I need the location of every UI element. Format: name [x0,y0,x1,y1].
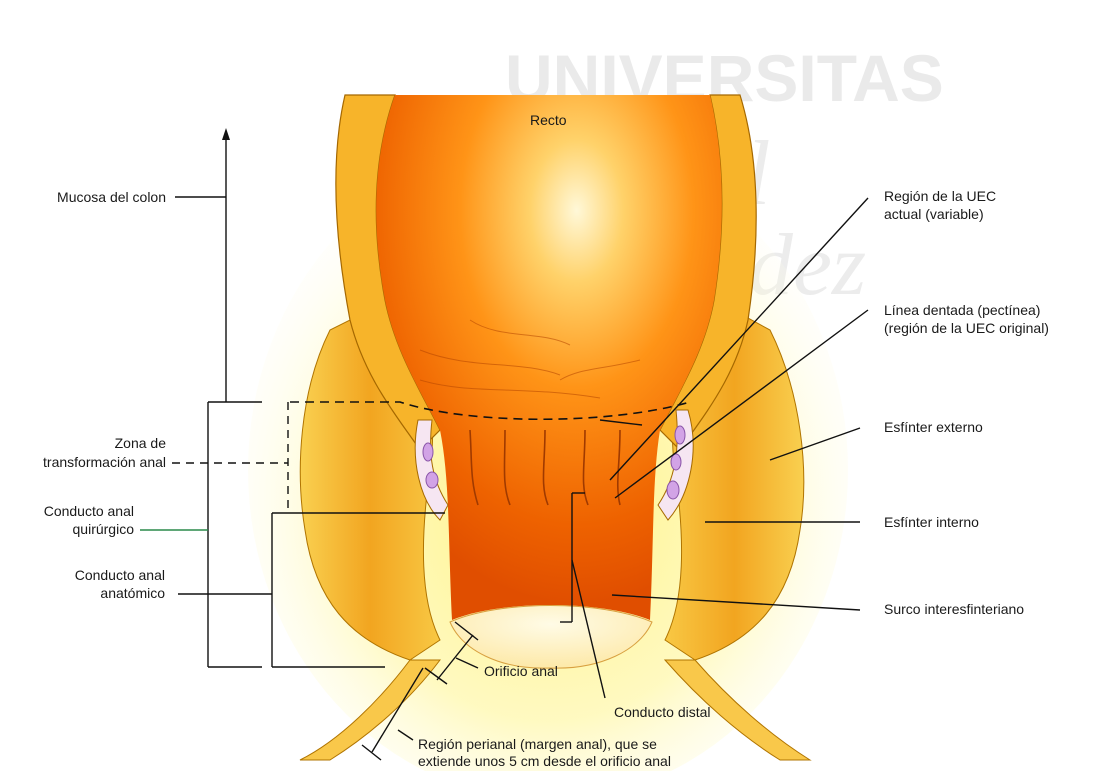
label-region-uec-2: actual (variable) [884,205,984,223]
label-mucosa-colon: Mucosa del colon [20,188,166,206]
label-region-uec-1: Región de la UEC [884,187,996,205]
label-conducto-quirurgico-1: Conducto anal [10,502,134,520]
label-perianal-2: extiende unos 5 cm desde el orificio ana… [418,752,671,770]
label-conducto-distal: Conducto distal [614,703,711,721]
label-zona-transformacion-2: transformación anal [10,453,166,471]
label-esfinter-interno: Esfínter interno [884,513,979,531]
label-conducto-quirurgico-2: quirúrgico [10,520,134,538]
label-esfinter-externo: Esfínter externo [884,418,983,436]
label-orificio: Orificio anal [484,662,558,680]
label-conducto-anatomico-1: Conducto anal [10,566,165,584]
label-surco: Surco interesfinteriano [884,600,1024,618]
label-conducto-anatomico-2: anatómico [10,584,165,602]
label-linea-dentada-1: Línea dentada (pectínea) [884,301,1040,319]
label-zona-transformacion-1: Zona de [10,434,166,452]
label-perianal-1: Región perianal (margen anal), que se [418,735,657,753]
label-linea-dentada-2: (región de la UEC original) [884,319,1049,337]
label-recto: Recto [530,111,567,129]
